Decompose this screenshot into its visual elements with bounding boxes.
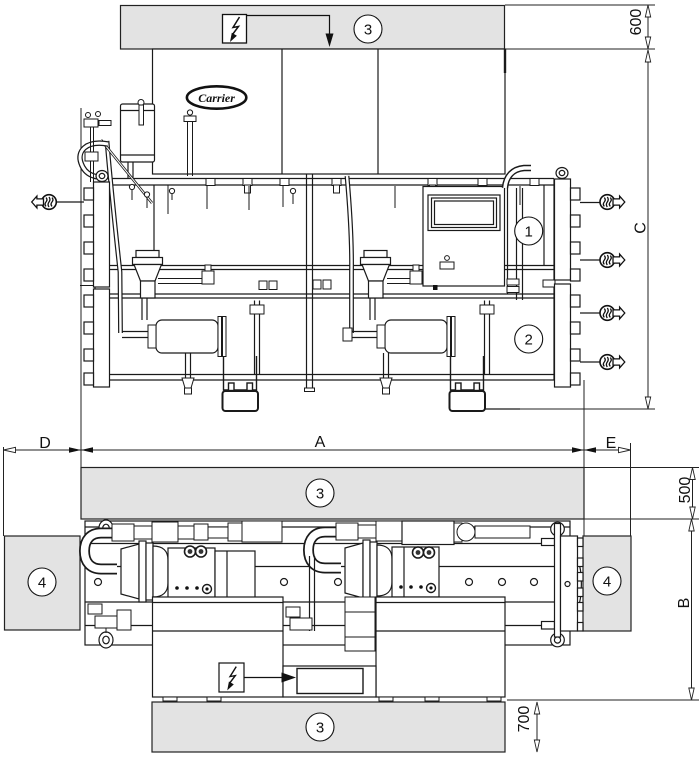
svg-text:A: A xyxy=(315,434,326,451)
svg-text:C: C xyxy=(633,222,650,234)
svg-text:3: 3 xyxy=(364,22,372,39)
svg-text:E: E xyxy=(606,435,617,452)
svg-text:3: 3 xyxy=(316,720,324,737)
svg-text:600: 600 xyxy=(628,9,645,36)
svg-text:Carrier: Carrier xyxy=(198,91,235,105)
svg-text:2: 2 xyxy=(525,332,533,349)
svg-text:B: B xyxy=(676,598,693,609)
svg-text:500: 500 xyxy=(677,477,694,504)
svg-text:4: 4 xyxy=(603,574,611,591)
svg-text:D: D xyxy=(39,435,51,452)
svg-text:4: 4 xyxy=(38,575,46,592)
svg-text:700: 700 xyxy=(516,706,533,733)
svg-text:1: 1 xyxy=(525,224,533,241)
svg-text:3: 3 xyxy=(316,486,324,503)
